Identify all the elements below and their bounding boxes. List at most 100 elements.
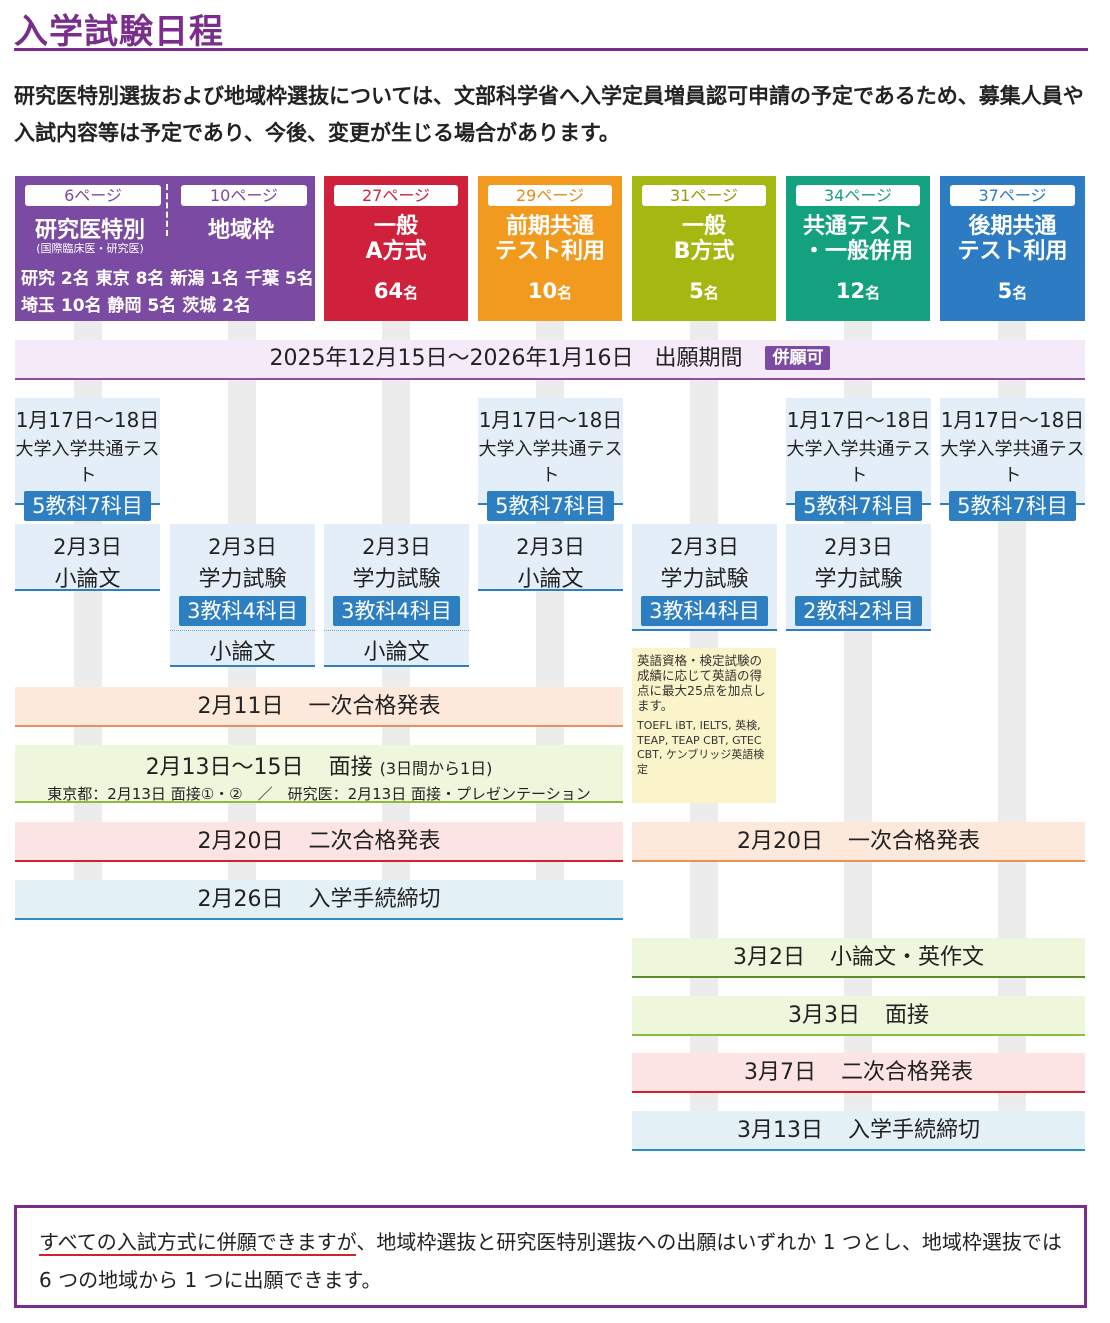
header-combined: 34ページ 共通テスト ・一般併用 12名 [786,176,930,321]
header-name-research: 研究医特別 [34,218,145,243]
right-second-pass-bar: 3月7日 二次合格発表 [632,1053,1085,1093]
event-label: 小論文・英作文 [829,945,984,970]
feb3-subjects: 2教科2科目 [795,596,922,626]
event-date: 2月26日 [197,887,284,912]
feb3-date: 2月3日 [670,535,739,559]
header-name1-late-common: 後期共通 [968,214,1057,239]
feb3-academic-col2: 2月3日 学力試験 3教科4科目 小論文 [170,524,315,667]
feb3-academic: 学力試験 [660,567,749,592]
common-test-subjects: 5教科7科目 [487,491,614,521]
left-interview-bar: 2月13日〜15日 面接 (3日間から1日) 東京都：2月13日 面接①・② ／… [15,745,623,803]
right-essay-bar: 3月2日 小論文・英作文 [632,938,1085,978]
feb3-academic: 学力試験 [814,567,903,592]
header-divider [166,184,168,236]
divider-dotted [170,630,315,631]
header-name1-general-a: 一般 [373,214,418,239]
footer-underlined-text: すべての入試方式に併願できますが [39,1230,357,1256]
common-test-date: 1月17日〜18日 [478,408,623,432]
english-bonus-text: 英語資格・検定試験の成績に応じて英語の得点に最大25点を加点します。 [637,653,766,713]
left-second-pass-bar: 2月20日 二次合格発表 [15,822,623,862]
header-name1-early-common: 前期共通 [505,214,594,239]
left-deadline-bar: 2月26日 入学手続締切 [15,880,623,920]
common-test-subjects: 5教科7科目 [795,491,922,521]
page-tag-late-common: 37ページ [950,185,1075,206]
quota-row1: 研究 2名 東京 8名 新潟 1名 千葉 5名 [21,269,314,289]
quota-row2: 埼玉 10名 静岡 5名 茨城 2名 [21,296,251,316]
page-tag-research: 6ページ [25,185,161,206]
common-test-date: 1月17日〜18日 [940,408,1085,432]
common-test-name: 大学入学共通テスト [478,439,623,486]
right-deadline-bar: 3月13日 入学手続締切 [632,1111,1085,1151]
event-date: 3月2日 [732,945,805,970]
page-tag-early-common: 29ページ [488,185,612,206]
header-sub-research: (国際臨床医・研究医) [36,242,144,255]
header-general-b: 31ページ 一般 B方式 5名 [632,176,776,321]
feb3-essay-col1: 2月3日 小論文 [15,524,160,592]
feb3-academic-col6: 2月3日 学力試験 2教科2科目 [786,524,931,631]
application-period-dates: 2025年12月15日〜2026年1月16日 [269,346,634,371]
header-early-common: 29ページ 前期共通 テスト利用 10名 [478,176,622,321]
title-divider [14,48,1088,51]
feb3-academic: 学力試験 [198,567,287,592]
header-name2-late-common: テスト利用 [957,239,1068,264]
common-test-subjects: 5教科7科目 [949,491,1076,521]
event-label: 入学手続締切 [308,887,441,912]
left-first-pass-bar: 2月11日 一次合格発表 [15,687,623,727]
page-tag-general-b: 31ページ [642,185,766,206]
footer-text: 、地域枠選抜と研究医特別選抜への出願はいずれか 1 つとし、地域枠選抜では 6 … [39,1230,1062,1292]
header-name2-general-a: A方式 [365,239,427,264]
header-name-regional: 地域枠 [207,218,274,243]
common-test-name: 大学入学共通テスト [15,439,160,486]
header-general-a: 27ページ 一般 A方式 64名 [324,176,468,321]
page-title: 入学試験日程 [14,12,224,52]
feb3-date: 2月3日 [53,535,122,559]
event-date: 2月20日 [197,829,284,854]
event-sub: (3日間から1日) [379,759,493,778]
header-name2-early-common: テスト利用 [494,239,605,264]
english-bonus-note: 英語資格・検定試験の成績に応じて英語の得点に最大25点を加点します。 TOEFL… [632,648,776,803]
header-count-general-b: 5名 [689,279,719,303]
application-period-bar: 2025年12月15日〜2026年1月16日 出願期間 併願可 [15,340,1085,380]
joint-application-badge: 併願可 [765,346,831,370]
event-date: 2月11日 [197,694,284,719]
event-label: 面接 [884,1003,929,1028]
feb3-essay: 小論文 [54,567,121,592]
feb3-date: 2月3日 [824,535,893,559]
feb3-date: 2月3日 [362,535,431,559]
application-period-label: 出願期間 [654,346,743,371]
event-label: 一次合格発表 [308,694,441,719]
event-label: 面接 [328,755,373,780]
common-test-col4: 1月17日〜18日 大学入学共通テスト 5教科7科目 [478,398,623,521]
feb3-academic-col3: 2月3日 学力試験 3教科4科目 小論文 [324,524,469,667]
event-label: 一次合格発表 [847,829,980,854]
common-test-col7: 1月17日〜18日 大学入学共通テスト 5教科7科目 [940,398,1085,521]
header-count-late-common: 5名 [997,279,1028,303]
header-name1-general-b: 一般 [681,214,726,239]
common-test-date: 1月17日〜18日 [15,408,160,432]
common-test-date: 1月17日〜18日 [786,408,931,432]
page-tag-general-a: 27ページ [334,185,458,206]
event-label: 二次合格発表 [308,829,441,854]
event-date: 2月13日〜15日 [145,755,304,780]
feb3-essay: 小論文 [363,640,430,665]
feb3-subjects: 3教科4科目 [333,596,460,626]
header-name2-combined: ・一般併用 [802,239,913,264]
event-label: 二次合格発表 [840,1060,973,1085]
header-count-general-a: 64名 [373,279,419,303]
page-tag-regional: 10ページ [181,185,307,206]
header-count-early-common: 10名 [527,279,573,303]
feb3-essay-col4: 2月3日 小論文 [478,524,623,592]
common-test-name: 大学入学共通テスト [940,439,1085,486]
event-date: 3月7日 [743,1060,816,1085]
event-label: 入学手続締切 [847,1118,980,1143]
feb3-subjects: 3教科4科目 [179,596,306,626]
feb3-academic-col5: 2月3日 学力試験 3教科4科目 [632,524,777,631]
english-test-list: TOEFL iBT, IELTS, 英検, TEAP, TEAP CBT, GT… [637,719,765,776]
feb3-essay: 小論文 [209,640,276,665]
event-date: 2月20日 [736,829,823,854]
right-interview-bar: 3月3日 面接 [632,996,1085,1036]
feb3-date: 2月3日 [516,535,585,559]
feb3-academic: 学力試験 [352,567,441,592]
header-name1-combined: 共通テスト [802,214,913,239]
header-research-regional: 6ページ 10ページ 研究医特別 (国際臨床医・研究医) 地域枠 研究 2名 東… [15,176,315,321]
